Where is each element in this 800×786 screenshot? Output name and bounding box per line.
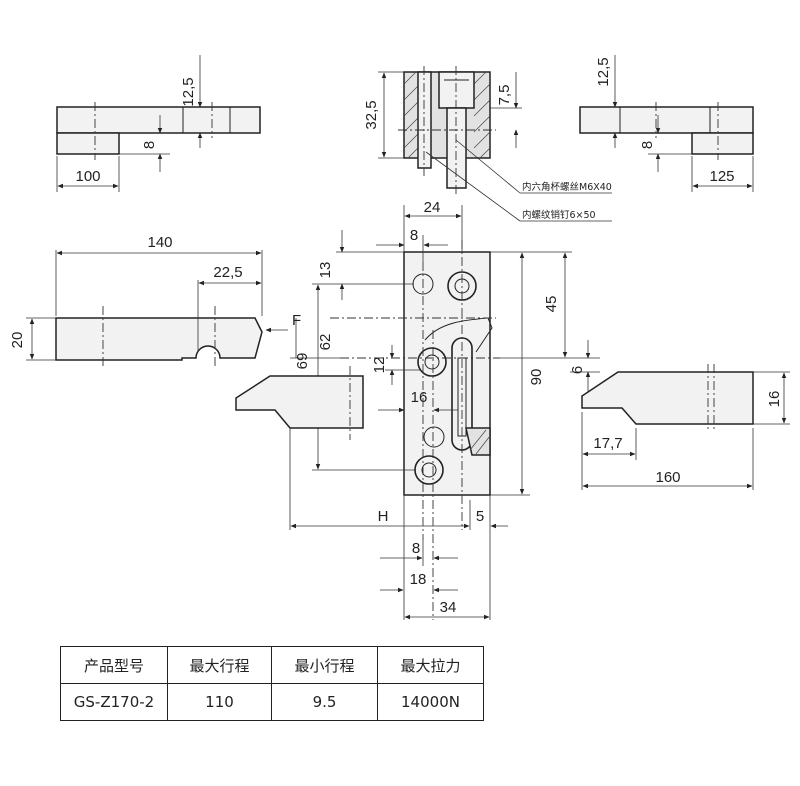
dim-right-tip: 17,7 <box>593 435 622 452</box>
top-left-view <box>56 55 261 192</box>
main-body-view <box>330 240 500 620</box>
header-model: 产品型号 <box>60 646 168 684</box>
dim-body-height: 90 <box>528 369 545 386</box>
spec-table-header-row: 产品型号 最大行程 最小行程 最大拉力 <box>60 646 484 684</box>
dim-bottom-b: 18 <box>410 571 427 588</box>
dim-left-notch: 22,5 <box>213 264 242 281</box>
top-right-view <box>579 55 754 192</box>
dim-stroke-label: H <box>378 508 389 525</box>
technical-drawing: 12,5 8 100 <box>9 55 790 620</box>
spec-table: 产品型号 最大行程 最小行程 最大拉力 GS-Z170-2 110 9.5 14… <box>60 646 484 721</box>
cell-min-stroke: 9.5 <box>271 683 378 721</box>
dim-slot-offset: 16 <box>411 389 428 406</box>
header-max-force: 最大拉力 <box>377 646 484 684</box>
header-min-stroke: 最小行程 <box>271 646 378 684</box>
dim-hole-offset: 8 <box>410 227 418 244</box>
body-top-dimensions <box>376 205 463 262</box>
body-right-dimensions <box>490 251 600 496</box>
callout-screw: 内六角杯螺丝M6X40 <box>522 181 612 193</box>
dim-top-center-depth: 7,5 <box>496 85 513 106</box>
dim-edge: 5 <box>476 508 484 525</box>
callout-pin: 内螺纹销钉6×50 <box>522 209 596 221</box>
header-max-stroke: 最大行程 <box>167 646 272 684</box>
dim-right-height: 16 <box>766 391 783 408</box>
dim-top-left-length: 100 <box>75 168 100 185</box>
dim-left-length: 140 <box>147 234 172 251</box>
dim-top-right-height: 12,5 <box>595 57 612 86</box>
dim-bottom-c: 34 <box>440 599 457 616</box>
dim-slot-pitch: 12 <box>371 357 388 374</box>
spec-table-row: GS-Z170-2 110 9.5 14000N <box>60 683 484 721</box>
cell-max-force: 14000N <box>377 683 484 721</box>
dim-guide-height: 62 <box>317 334 334 351</box>
cell-model: GS-Z170-2 <box>60 683 168 721</box>
dim-top-left-height: 12,5 <box>180 77 197 106</box>
dim-right-gap: 6 <box>569 366 586 374</box>
dim-top-left-step: 8 <box>141 141 158 149</box>
striker-part <box>235 366 364 440</box>
dim-top-center-height: 32,5 <box>363 100 380 129</box>
right-hook-part <box>581 364 790 490</box>
cell-max-stroke: 110 <box>167 683 272 721</box>
force-label: F <box>292 312 301 329</box>
dim-left-height: 20 <box>9 332 26 349</box>
top-center-section <box>378 66 612 222</box>
dim-top-right-step: 8 <box>639 141 656 149</box>
dim-bottom-a: 8 <box>412 540 420 557</box>
dim-bottom-span: 69 <box>294 353 311 370</box>
dim-upper-offset: 45 <box>543 296 560 313</box>
dim-right-length: 160 <box>655 469 680 486</box>
dim-hole-top: 13 <box>317 262 334 279</box>
dim-body-width: 24 <box>424 199 441 216</box>
dim-top-right-length: 125 <box>709 168 734 185</box>
left-hook-part <box>26 250 288 368</box>
